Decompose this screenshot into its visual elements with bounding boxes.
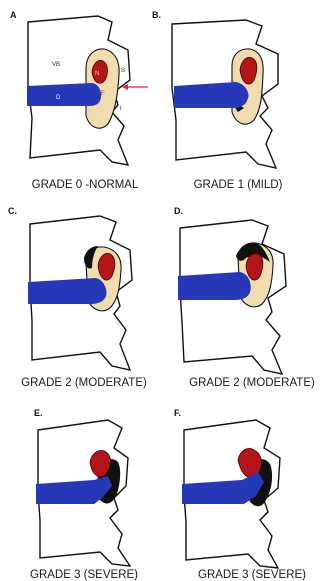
vertebra-illustration [178,220,286,374]
panel-f: F. GRADE 3 (SEVERE) [174,408,306,581]
vertebral-body-label: VB [52,62,60,68]
panel-caption: GRADE 0 -NORMAL [32,179,139,191]
inferior-facet-label: I [120,106,122,112]
panel-caption: GRADE 1 (MILD) [194,179,283,191]
superior-facet-label: S [121,68,125,74]
panel-letter: E. [34,408,43,418]
panel-letter: C. [8,206,17,216]
panel-b: B. GRADE 1 (MILD) [152,10,283,191]
panel-e: E. GRADE 3 (SEVERE) [30,408,138,581]
panel-caption: GRADE 3 (SEVERE) [198,569,306,581]
panel-c: C. GRADE 2 (MODERATE) [8,206,147,389]
panel-letter: D. [174,206,183,216]
vertebra-illustration [36,420,130,566]
vertebra-illustration: VB D N F S I [27,16,148,165]
panel-a: A VB D N F S I GRADE 0 -NORMAL [10,10,148,191]
disc-label: D [56,95,61,101]
vertebra-illustration [172,20,278,168]
intervertebral-disc [27,83,101,106]
panel-letter: B. [152,10,161,20]
panel-letter: F. [174,408,181,418]
nerve-label: N [95,71,99,77]
vertebra-illustration [28,216,132,370]
panel-caption: GRADE 2 (MODERATE) [189,377,315,389]
panel-letter: A [10,10,17,20]
panel-caption: GRADE 2 (MODERATE) [21,377,147,389]
intervertebral-disc [28,278,107,304]
intervertebral-disc [178,272,251,300]
panel-d: D. GRADE 2 (MODERATE) [174,206,315,389]
foramen-label: F [101,91,105,97]
panel-caption: GRADE 3 (SEVERE) [30,569,138,581]
vertebra-illustration [182,420,280,568]
intervertebral-disc [174,82,249,108]
